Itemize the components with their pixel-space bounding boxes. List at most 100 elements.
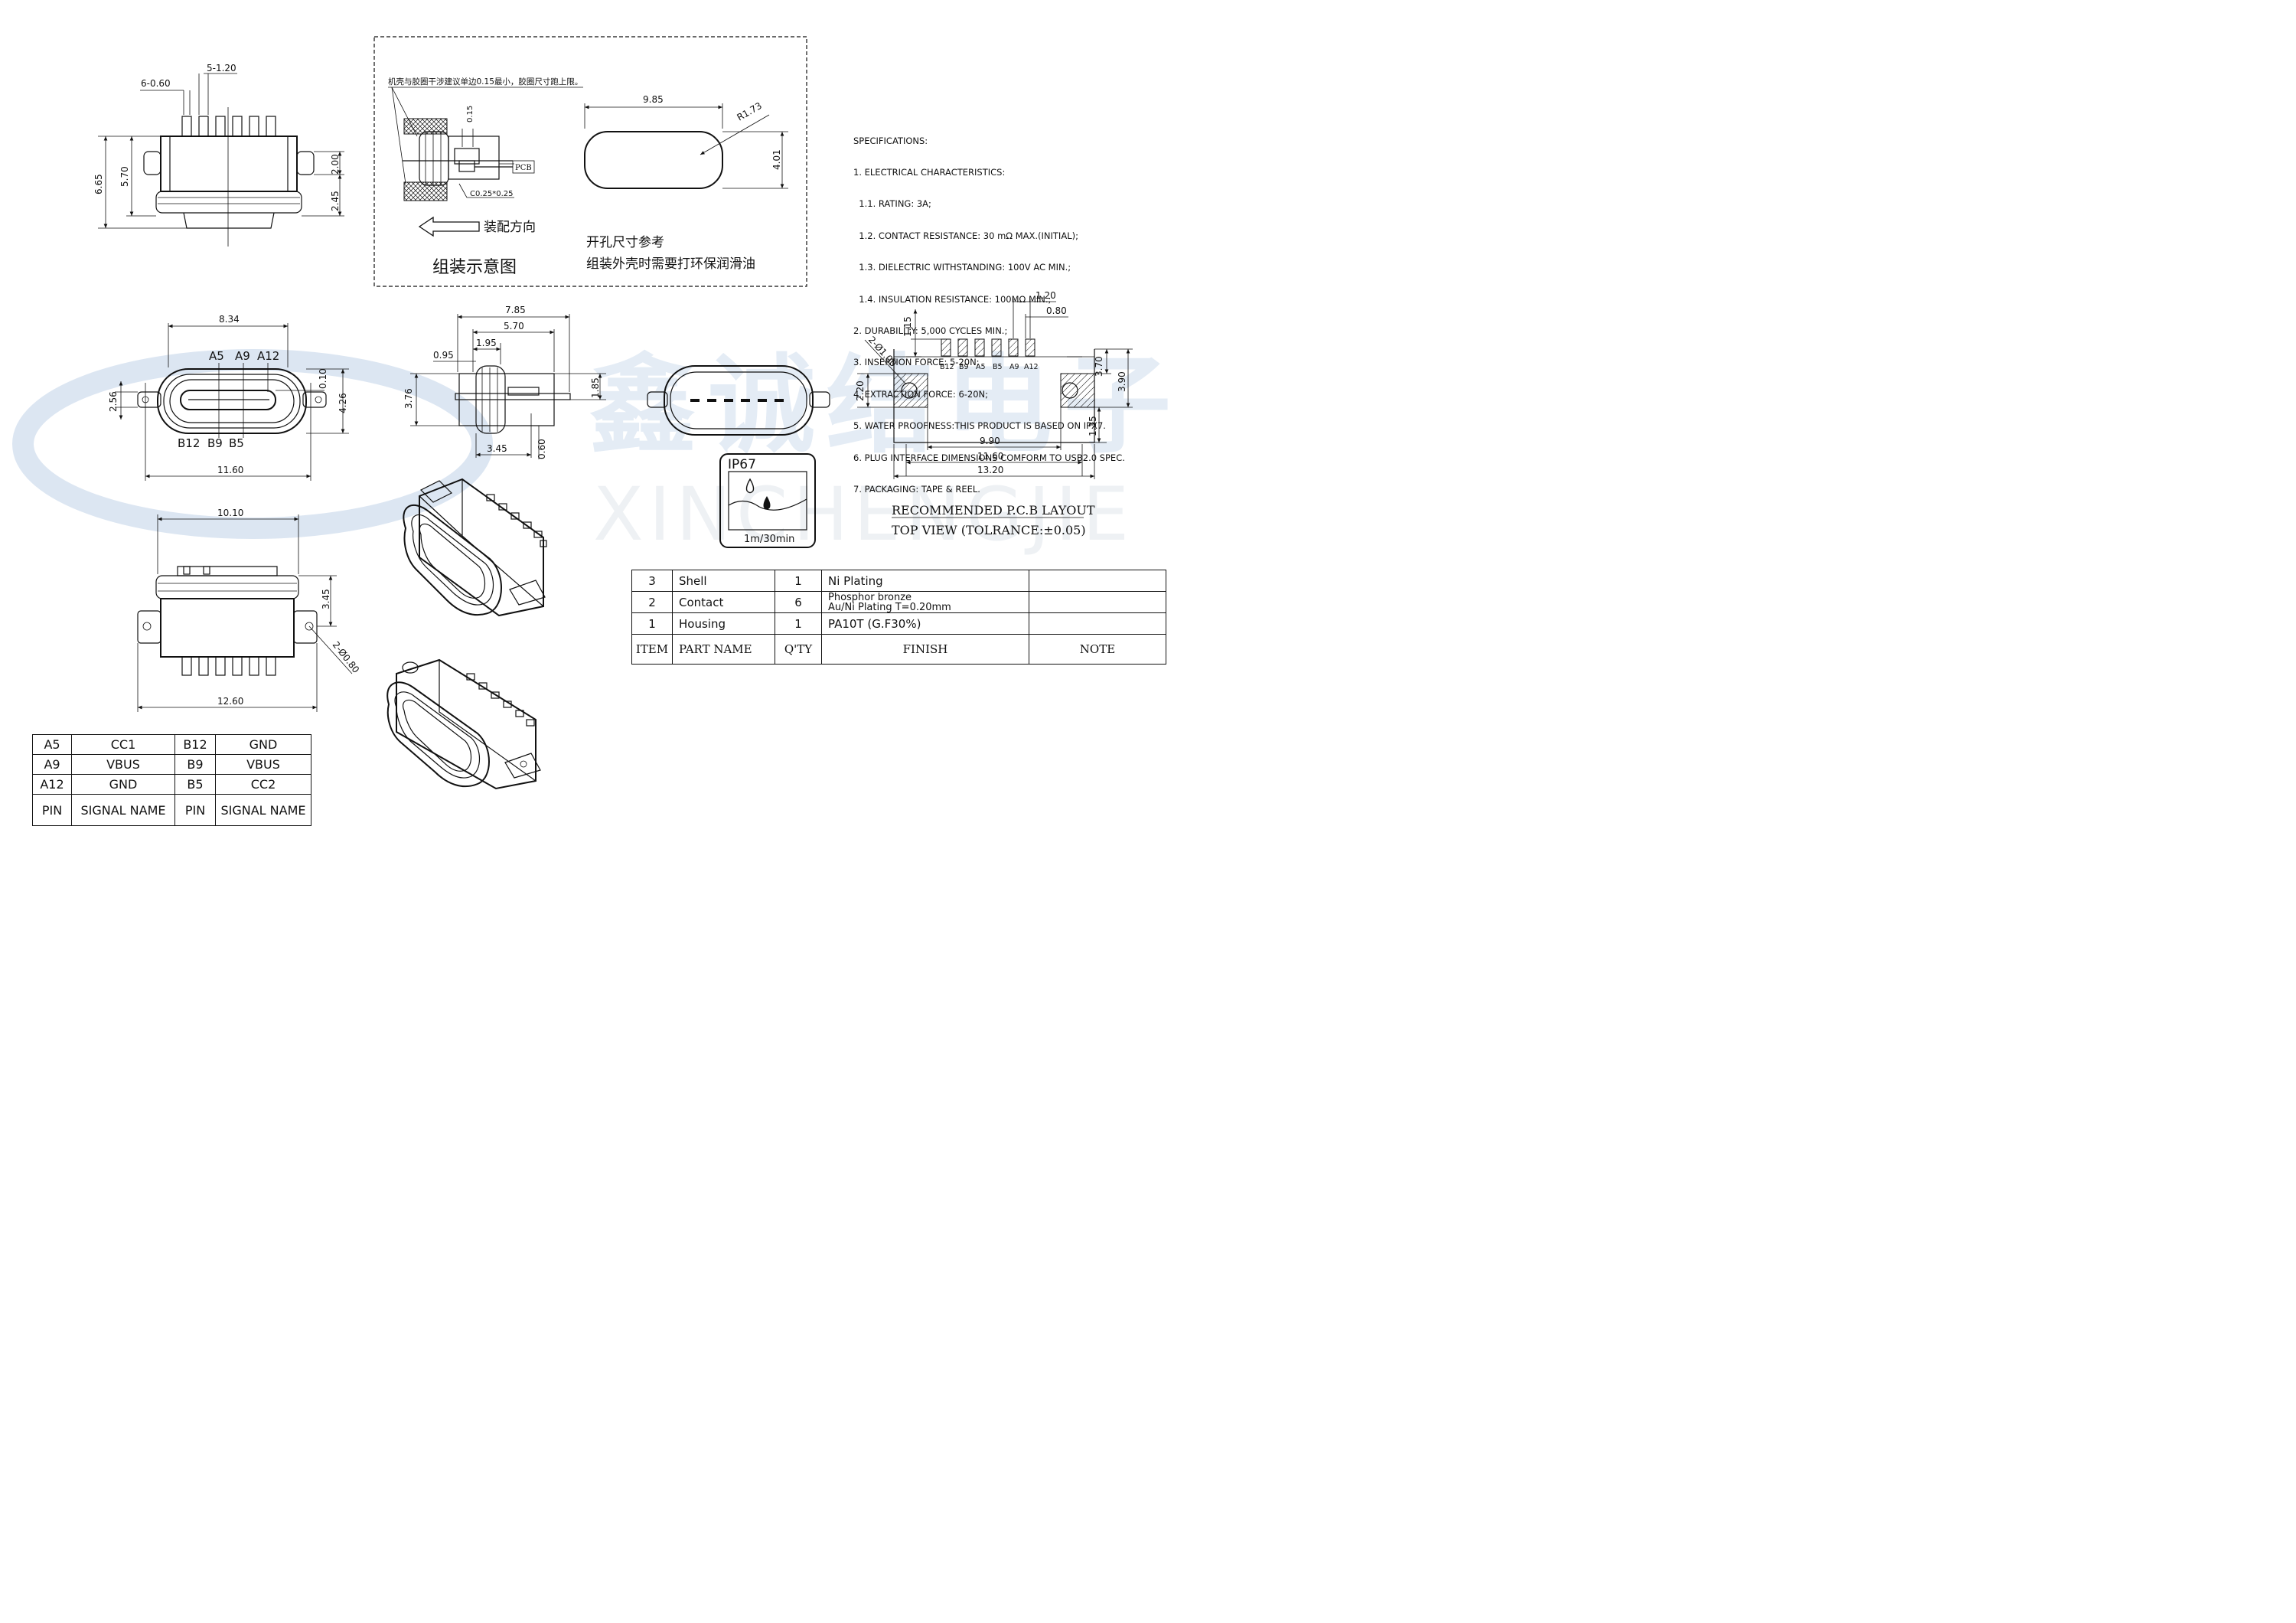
pcb-dim-3.90: 3.90 [1117, 371, 1127, 392]
table-cell: VBUS [215, 754, 311, 775]
table-header-row: ITEM PART NAME Q'TY FINISH NOTE [631, 634, 1166, 665]
watermark-logo-swoosh [12, 349, 493, 539]
dim-1.95: 1.95 [476, 338, 497, 348]
bom-note [1029, 591, 1166, 613]
table-row: 3 Shell 1 Ni Plating [631, 570, 1166, 592]
bottom-view-pins [181, 656, 276, 676]
dim-3.76: 3.76 [403, 388, 414, 409]
pad-label-A12: A12 [1024, 363, 1039, 371]
iso-bottom-pins [466, 673, 535, 727]
chamfer-label: C0.25*0.25 [470, 190, 514, 198]
pad-label-B5: B5 [993, 363, 1003, 371]
table-header-cell: PART NAME [672, 634, 775, 665]
table-header-cell: ITEM [631, 634, 673, 665]
ip67-title: IP67 [728, 457, 756, 472]
table-cell: VBUS [71, 754, 175, 775]
bom-part: Shell [672, 570, 775, 592]
dim-5.70: 5.70 [119, 166, 130, 187]
pcb-label: PCB [515, 164, 532, 172]
bom-part: Contact [672, 591, 775, 613]
pin-label-A5: A5 [209, 349, 224, 363]
dim-3.45-section: 3.45 [487, 443, 507, 454]
cutout-note-1: 开孔尺寸参考 [586, 235, 664, 250]
table-cell: A12 [32, 774, 72, 795]
table-cell: CC2 [215, 774, 311, 795]
bom-item: 2 [631, 591, 673, 613]
dim-6-0.60: 6-0.60 [141, 78, 171, 89]
spec-line: 1.2. CONTACT RESISTANCE: 30 mΩ MAX.(INIT… [853, 230, 1078, 241]
dim-10.10: 10.10 [217, 508, 243, 518]
dim-2.56: 2.56 [108, 391, 119, 412]
water-drop-icon-2 [763, 496, 771, 510]
dim-0.60: 0.60 [536, 439, 547, 459]
dim-0.10: 0.10 [318, 368, 328, 389]
pin-signal-table: A5 CC1 B12 GND A9 VBUS B9 VBUS A12 GND B… [32, 734, 311, 826]
pcb-dim-9.90: 9.90 [980, 436, 1000, 446]
pad-label-B9: B9 [959, 363, 969, 371]
pcb-dim-0.80: 0.80 [1046, 305, 1067, 316]
dim-12.60: 12.60 [217, 696, 243, 707]
assembly-box: 机壳与胶圈干涉建议单边0.15最小，胶圈尺寸跑上限。 0.15 PCB C0.2… [373, 36, 807, 287]
pcb-dim-11.60: 11.60 [977, 451, 1003, 462]
bom-qty: 6 [775, 591, 822, 613]
pcb-dim-1.15: 1.15 [902, 316, 913, 337]
table-cell: A9 [32, 754, 72, 775]
bom-finish-line-2: Au/Ni Plating T=0.20mm [828, 601, 951, 613]
dim-R1.73: R1.73 [735, 100, 764, 123]
pin-label-A12: A12 [257, 349, 279, 363]
dim-5.70-section: 5.70 [504, 321, 524, 331]
spec-line: 5. WATER PROOFNESS:THIS PRODUCT IS BASED… [853, 420, 1106, 432]
dim-7.85: 7.85 [505, 305, 526, 315]
table-cell: B5 [174, 774, 216, 795]
table-row: A12 GND B5 CC2 [32, 774, 311, 795]
table-cell: A5 [32, 734, 72, 755]
bom-finish: Ni Plating [821, 570, 1029, 592]
pcb-layout: B12 B9 A5 B5 A9 A12 1.20 0.80 1.15 2-Ø1.… [855, 290, 1133, 537]
bom-table: 3 Shell 1 Ni Plating 2 Contact 6 Phospho… [631, 570, 1166, 665]
pad-label-A9: A9 [1009, 363, 1019, 371]
pcb-dim-3.70: 3.70 [1094, 356, 1104, 377]
table-cell: GND [215, 734, 311, 755]
bom-part: Housing [672, 612, 775, 635]
cutout-drawing: 9.85 R1.73 4.01 [584, 94, 788, 189]
table-cell: B12 [174, 734, 216, 755]
assembly-direction-arrow-icon [418, 216, 480, 237]
ip67-badge: IP67 1m/30min [719, 453, 816, 548]
pcb-dim-1.20: 1.20 [1035, 290, 1056, 301]
bottom-view: 10.10 3.45 2-Ø0.80 12.60 [137, 508, 361, 712]
iso-render-top [403, 478, 547, 617]
spec-line: 1.1. RATING: 3A; [853, 198, 931, 210]
dim-2.00: 2.00 [330, 154, 341, 175]
spec-line: 1.4. INSULATION RESISTANCE: 100MΩ MIN.; [853, 293, 1052, 305]
iso-top-pins [486, 494, 547, 547]
pin-label-A9: A9 [235, 349, 250, 363]
pcb-layout-subtitle: TOP VIEW (TOLRANCE:±0.05) [892, 523, 1086, 537]
pad-label-B12: B12 [940, 363, 954, 371]
bom-note [1029, 612, 1166, 635]
dim-0.15: 0.15 [466, 106, 475, 122]
dim-0.95: 0.95 [433, 350, 454, 361]
spec-line: SPECIFICATIONS: [853, 135, 928, 146]
bom-finish-line-1: Phosphor bronze [828, 591, 912, 603]
spec-line: 6. PLUG INTERFACE DIMENSIONS COMFORM TO … [853, 452, 1125, 463]
assembly-caption: 组装示意图 [432, 258, 517, 277]
table-cell: B9 [174, 754, 216, 775]
assembly-section: 0.15 PCB C0.25*0.25 [403, 106, 535, 201]
pin-label-B5: B5 [229, 436, 244, 450]
pcb-pads [941, 338, 1035, 357]
table-header-cell: Q'TY [775, 634, 822, 665]
bom-item: 1 [631, 612, 673, 635]
dim-5-1.20: 5-1.20 [207, 63, 236, 73]
table-row: A9 VBUS B9 VBUS [32, 754, 311, 775]
ip67-depth: 1m/30min [744, 534, 794, 545]
pcb-dim-13.20: 13.20 [977, 465, 1003, 475]
side-view: 6-0.60 5-1.20 6.65 5.70 2.00 2.45 [93, 63, 344, 247]
specifications-block: SPECIFICATIONS: 1. ELECTRICAL CHARACTERI… [853, 115, 1125, 505]
plug-contacts [690, 399, 784, 402]
table-row: 1 Housing 1 PA10T (G.F30%) [631, 612, 1166, 635]
spec-line: 3. INSERTION FORCE: 5-20N; [853, 357, 980, 368]
table-header-row: PIN SIGNAL NAME PIN SIGNAL NAME [32, 794, 311, 826]
dim-3.45-bottom: 3.45 [321, 589, 331, 609]
water-drop-icon [745, 478, 755, 494]
